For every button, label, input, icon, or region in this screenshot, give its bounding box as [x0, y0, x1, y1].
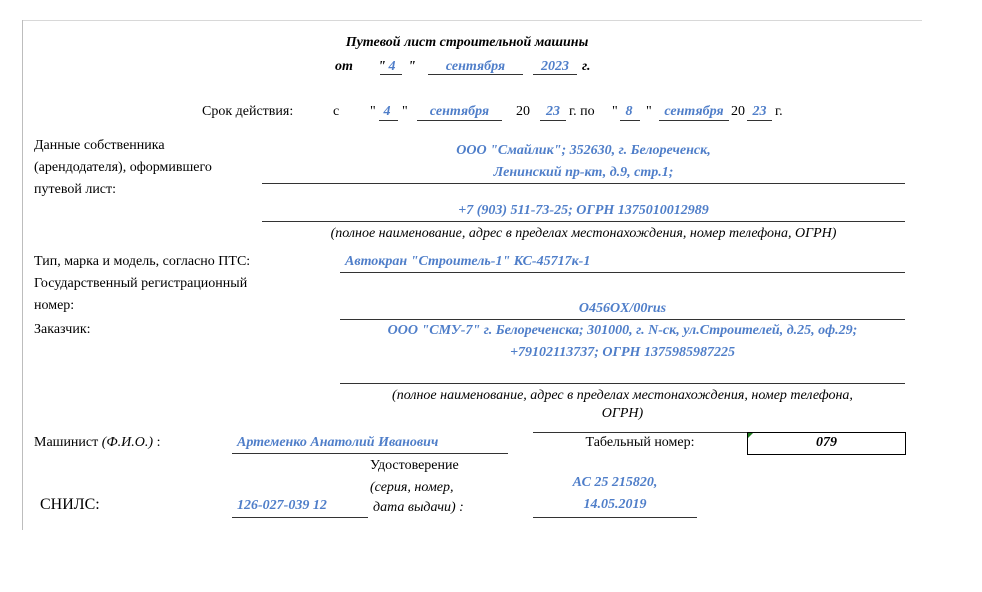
vehicle-label: Тип, марка и модель, согласно ПТС: — [34, 254, 251, 269]
validity-to: г. по — [569, 104, 595, 119]
from-month[interactable]: сентября — [429, 104, 490, 119]
certificate-value[interactable]: АС 25 215820, — [572, 475, 658, 490]
tab-number-cell[interactable] — [747, 432, 906, 455]
certificate-value[interactable]: 14.05.2019 — [583, 497, 647, 512]
customer-caption: ОГРН) — [601, 406, 644, 421]
customer-value[interactable]: +79102113737; ОГРН 1375985987225 — [510, 345, 735, 360]
reg-label: Государственный регистрационный — [34, 276, 248, 291]
quote: " — [408, 59, 416, 74]
customer-caption: (полное наименование, адрес в пределах м… — [392, 388, 853, 403]
operator-value[interactable]: Артеменко Анатолий Иванович — [237, 435, 439, 450]
issue-suffix: г. — [582, 59, 591, 74]
century: 20 — [516, 104, 530, 119]
quote: " — [370, 104, 376, 119]
century: 20 — [731, 104, 745, 119]
owner-value[interactable]: ООО "Смайлик"; 352630, г. Белореченск, — [456, 143, 711, 158]
tab-number-label: Табельный номер: — [585, 435, 695, 450]
owner-label: Данные собственника — [34, 138, 165, 153]
quote: " — [402, 104, 408, 119]
snils-label: СНИЛС: — [40, 496, 100, 513]
validity-label: Срок действия: — [202, 104, 294, 119]
certificate-label: дата выдачи) : — [373, 500, 464, 515]
certificate-label: (серия, номер, — [370, 480, 454, 495]
colon: : — [156, 435, 161, 450]
to-month[interactable]: сентября — [664, 104, 724, 119]
owner-value[interactable]: Ленинский пр-кт, д.9, стр.1; — [493, 165, 674, 180]
reg-label: номер: — [34, 298, 75, 313]
issue-prefix: от — [335, 59, 353, 74]
document-title: Путевой лист строительной машины — [345, 35, 589, 50]
customer-value[interactable]: ООО "СМУ-7" г. Белореченска; 301000, г. … — [387, 323, 858, 338]
from-year[interactable]: 23 — [546, 104, 560, 119]
frame-border — [22, 20, 922, 21]
to-year[interactable]: 23 — [752, 104, 767, 119]
operator-label: Машинист (Ф.И.О.) : — [34, 435, 160, 451]
owner-label: (арендодателя), оформившего — [34, 160, 212, 175]
reg-value[interactable]: O456OX/00rus — [578, 301, 667, 316]
frame-border — [22, 20, 23, 530]
from-day[interactable]: 4 — [383, 104, 391, 119]
issue-month[interactable]: сентября — [445, 59, 506, 74]
operator-label-fio: (Ф.И.О.) — [101, 435, 154, 450]
quote: " — [646, 104, 652, 119]
owner-phone[interactable]: +7 (903) 511-73-25; ОГРН 1375010012989 — [458, 203, 709, 218]
cell-comment-marker — [748, 433, 753, 438]
issue-year[interactable]: 2023 — [541, 59, 569, 74]
owner-caption: (полное наименование, адрес в пределах м… — [330, 226, 837, 241]
to-day[interactable]: 8 — [625, 104, 633, 119]
owner-label: путевой лист: — [34, 182, 117, 197]
quote: " — [378, 59, 386, 74]
vehicle-value[interactable]: Автокран "Строитель-1" КС-45717к-1 — [345, 254, 591, 269]
snils-value[interactable]: 126-027-039 12 — [237, 498, 327, 513]
certificate-label: Удостоверение — [370, 458, 459, 473]
quote: " — [612, 104, 618, 119]
issue-day[interactable]: 4 — [388, 59, 396, 74]
customer-label: Заказчик: — [34, 322, 91, 337]
operator-label-text: Машинист — [34, 435, 99, 450]
validity-from: с — [333, 104, 340, 119]
tab-number-value[interactable]: 079 — [816, 435, 837, 450]
validity-suffix: г. — [775, 104, 783, 119]
